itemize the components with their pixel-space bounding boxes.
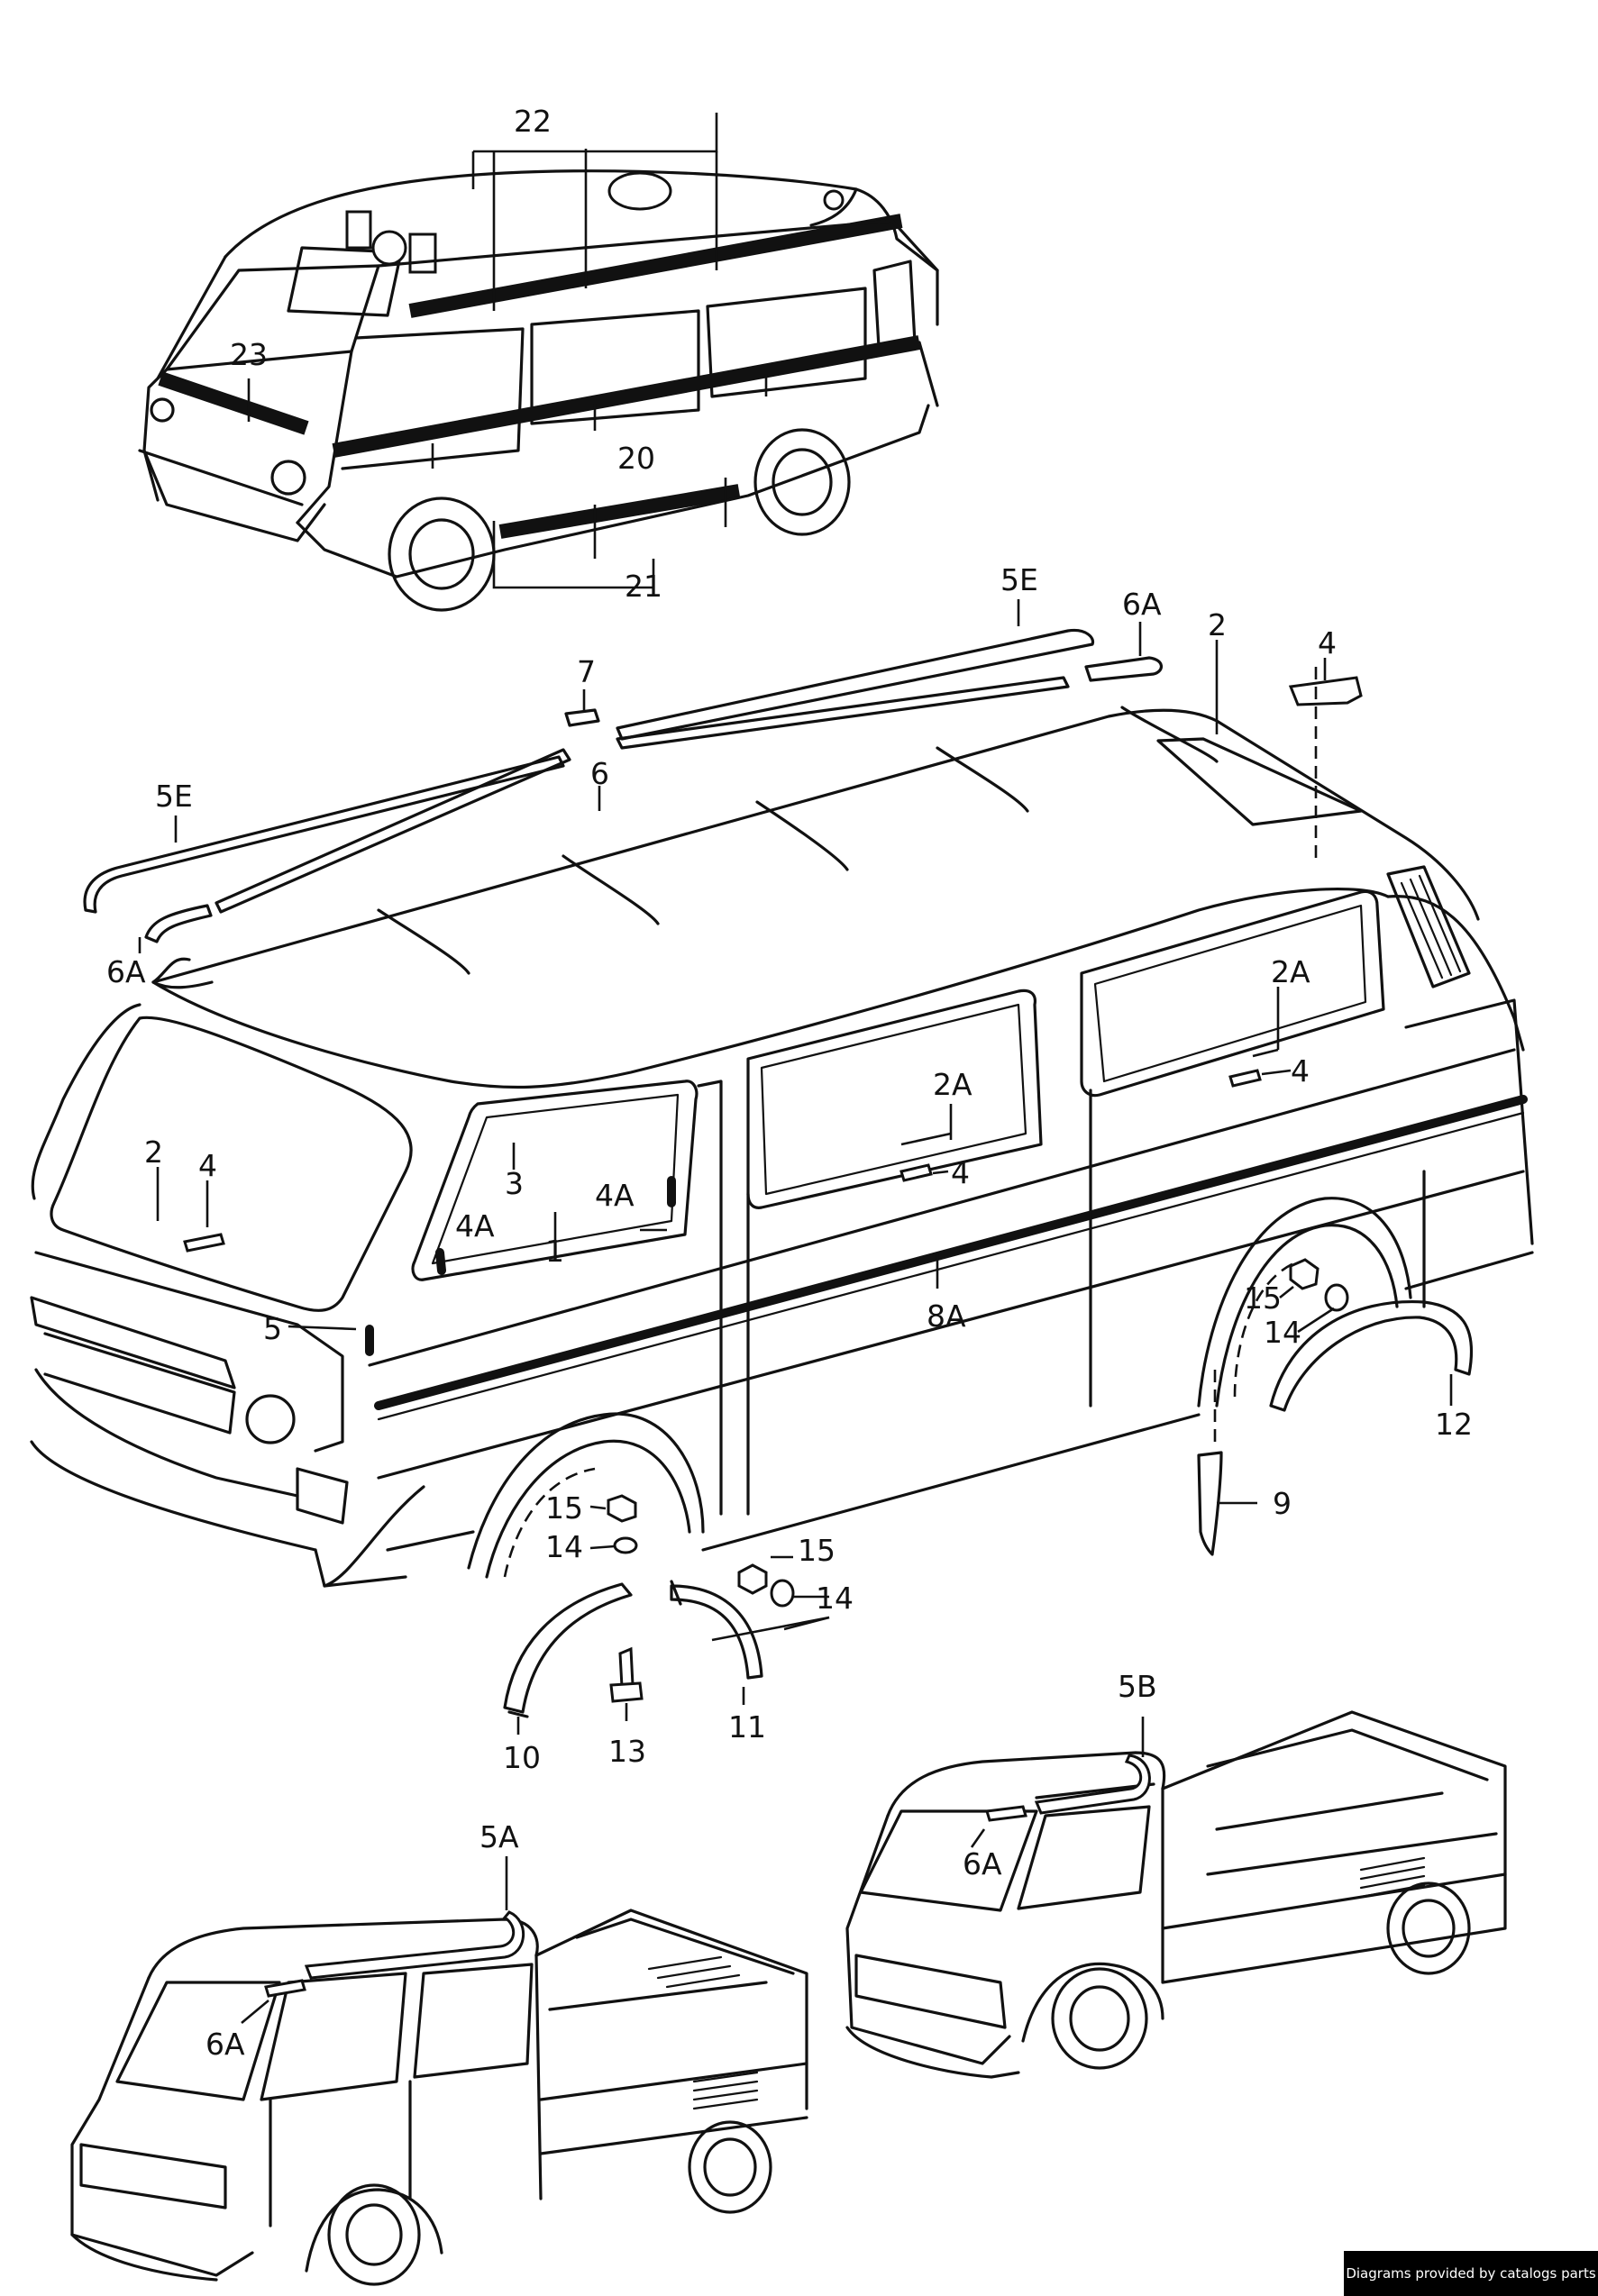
callout-1: 1	[545, 1234, 564, 1269]
callout-4-roof: 4	[1318, 625, 1337, 661]
washer-14-front	[613, 1536, 638, 1554]
clip-4-rear	[1228, 1069, 1262, 1088]
callout-6A-left: 6A	[106, 954, 146, 989]
nut-15-front	[607, 1494, 637, 1523]
callout-11: 11	[728, 1709, 766, 1745]
main-van-illustration	[30, 706, 1534, 1588]
callout-4-rear: 4	[1291, 1053, 1310, 1089]
callout-4A-left: 4A	[455, 1208, 495, 1244]
callout-10: 10	[503, 1740, 541, 1775]
callout-3: 3	[505, 1166, 524, 1201]
roof-horn	[371, 230, 407, 266]
callout-8A: 8A	[927, 1298, 966, 1334]
roof-vent-dome	[607, 171, 672, 211]
callout-6A-pickup-right: 6A	[963, 1846, 1002, 1881]
washer-14-side	[770, 1579, 795, 1608]
beacon-light-left	[345, 210, 372, 250]
leader-6A-pickup-right	[970, 1828, 986, 1848]
main-van-leaders	[156, 640, 1453, 1735]
clip-4-windshield	[183, 1233, 225, 1253]
callout-7: 7	[577, 654, 596, 689]
callout-21: 21	[625, 569, 662, 604]
single-cab-pickup-illustration	[845, 1710, 1507, 2079]
callout-14-side: 14	[816, 1581, 854, 1616]
callout-6: 6	[590, 756, 609, 791]
callout-2-roof: 2	[1208, 607, 1227, 642]
clip-4-roof	[1288, 676, 1363, 706]
credit-banner: Diagrams provided by catalogs parts	[1344, 2251, 1598, 2296]
callout-15-rear: 15	[1244, 1280, 1282, 1316]
washer-14-rear	[1324, 1283, 1349, 1312]
roof-trim-strips	[83, 628, 1163, 943]
callout-2A-rear: 2A	[1271, 954, 1310, 989]
callout-4-windshield: 4	[198, 1148, 217, 1183]
leader-6A-pickup-left	[241, 2000, 269, 2024]
roof-antenna-base	[823, 189, 845, 211]
callout-2A-door: 2A	[933, 1067, 972, 1102]
callout-5: 5	[263, 1311, 282, 1346]
callout-13: 13	[608, 1734, 646, 1769]
double-cab-pickup-illustration	[70, 1909, 808, 2286]
ambulance-van-illustration	[138, 113, 939, 612]
callout-12: 12	[1435, 1407, 1473, 1442]
nut-15-side	[737, 1563, 768, 1595]
callout-4-door: 4	[951, 1155, 970, 1190]
callout-4A-right: 4A	[595, 1178, 635, 1213]
callout-5E-right: 5E	[1000, 562, 1038, 597]
callout-2-windshield: 2	[144, 1134, 163, 1170]
callout-22: 22	[514, 104, 552, 139]
callout-5E-left: 5E	[155, 779, 193, 814]
callout-14-rear: 14	[1264, 1315, 1301, 1350]
callout-6A-pickup-left: 6A	[205, 2027, 245, 2062]
clip-4-door	[899, 1163, 933, 1182]
nut-15-rear	[1289, 1258, 1319, 1290]
beacon-light-right	[408, 232, 437, 274]
callout-5B: 5B	[1118, 1669, 1157, 1704]
callout-14-front: 14	[545, 1529, 583, 1564]
callout-20: 20	[617, 441, 655, 476]
callout-15-side: 15	[798, 1533, 836, 1568]
callout-9: 9	[1273, 1486, 1292, 1521]
small-fasteners	[183, 676, 1363, 1608]
callout-15-front: 15	[545, 1490, 583, 1526]
callout-5A: 5A	[479, 1819, 519, 1854]
callout-23: 23	[230, 337, 268, 372]
callout-6A-right: 6A	[1122, 587, 1162, 622]
wheel-arch-flares	[503, 1299, 1474, 1718]
